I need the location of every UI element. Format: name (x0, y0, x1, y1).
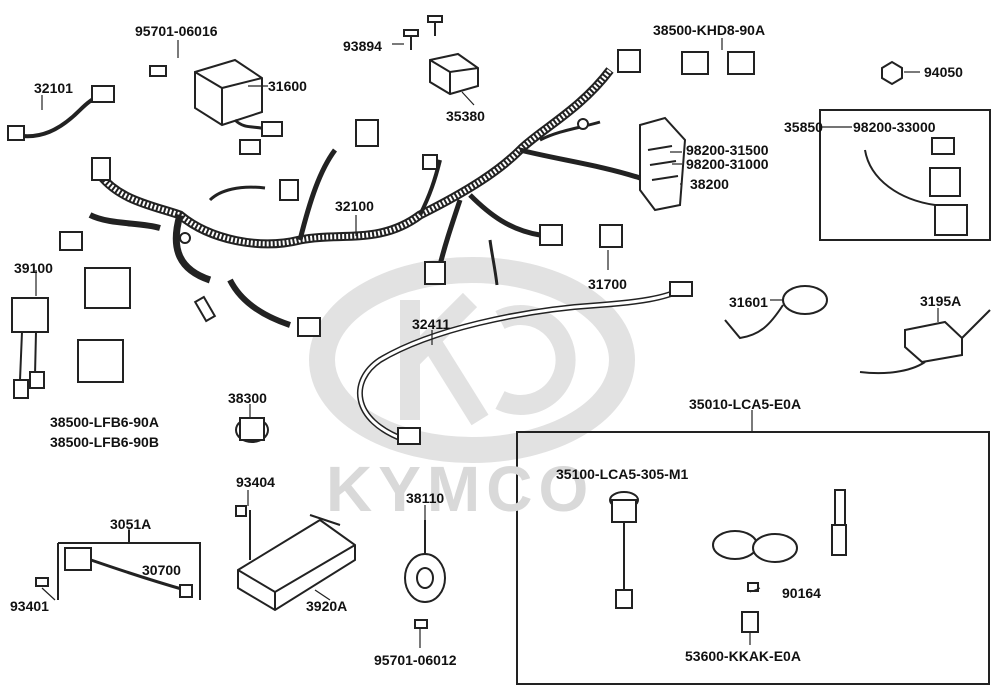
ecu-3920A (235, 505, 356, 612)
label-3051A: 3051A (110, 516, 152, 532)
leader-lines (35, 38, 939, 648)
label-39100: 39100 (14, 260, 53, 276)
main-harness-32100 (59, 49, 641, 337)
label-95701-06012: 95701-06012 (374, 652, 457, 668)
locks-53600 (712, 489, 847, 633)
watermark-text: KYMCO (326, 453, 595, 525)
label-32411: 32411 (412, 316, 451, 332)
label-98200-31000: 98200-31000 (686, 156, 769, 172)
group-box-35850 (819, 109, 991, 241)
regulator-31600 (149, 58, 283, 155)
buzzer-38300 (235, 417, 269, 443)
label-30700: 30700 (142, 562, 181, 578)
starter-relay-35850 (864, 137, 968, 236)
relays-38500-KHD8-90A (681, 51, 755, 75)
label-93404: 93404 (236, 474, 275, 490)
label-31600: 31600 (268, 78, 307, 94)
label-93401: 93401 (10, 598, 49, 614)
label-38200: 38200 (690, 176, 729, 192)
label-38500-KHD8-90A: 38500-KHD8-90A (653, 22, 766, 38)
label-35380: 35380 (446, 108, 485, 124)
label-38500-LFB6-90A: 38500-LFB6-90A (50, 414, 159, 430)
label-35010-LCA5-E0A: 35010-LCA5-E0A (689, 396, 802, 412)
label-94050: 94050 (924, 64, 963, 80)
nut-94050 (881, 60, 903, 86)
label-38300: 38300 (228, 390, 267, 406)
label-90164: 90164 (782, 585, 821, 601)
label-95701-06016: 95701-06016 (135, 23, 218, 39)
fuse-box-38200 (639, 116, 687, 212)
unit-3195A (859, 309, 991, 375)
relay-35380 (429, 52, 479, 96)
label-35100-LCA5-305-M1: 35100-LCA5-305-M1 (556, 466, 689, 482)
switch-35100 (609, 491, 639, 609)
module-39100 (11, 297, 49, 399)
label-32101: 32101 (34, 80, 73, 96)
watermark-logo (309, 257, 635, 463)
label-98200-31500: 98200-31500 (686, 142, 769, 158)
label-35850: 35850 (784, 119, 823, 135)
group-box-35010-LCA5-E0A (516, 431, 990, 685)
cable-32411 (356, 281, 693, 445)
label-31700: 31700 (588, 276, 627, 292)
label-53600-KKAK-E0A: 53600-KKAK-E0A (685, 648, 801, 664)
label-32100: 32100 (335, 198, 374, 214)
label-98200-33000: 98200-33000 (853, 119, 936, 135)
label-38500-LFB6-90B: 38500-LFB6-90B (50, 434, 159, 450)
label-3195A: 3195A (920, 293, 962, 309)
label-93894: 93894 (343, 38, 382, 54)
sensor-32101 (7, 85, 115, 141)
label-31601: 31601 (729, 294, 768, 310)
label-3920A: 3920A (306, 598, 348, 614)
group-3051A (35, 530, 201, 600)
horn-38110 (404, 520, 446, 629)
relays-38500-LFB6 (77, 267, 131, 383)
screws-93894 (403, 15, 443, 50)
relay-31700 (599, 224, 623, 248)
label-38110: 38110 (406, 490, 445, 506)
